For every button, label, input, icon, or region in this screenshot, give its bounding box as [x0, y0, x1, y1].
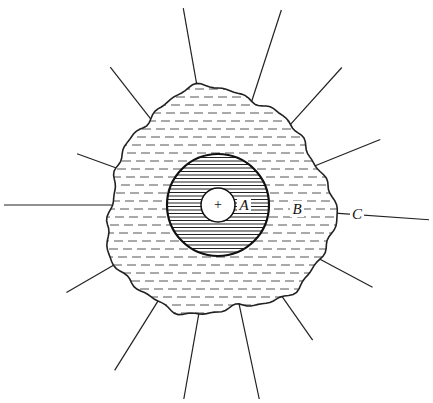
radial-line: [115, 299, 159, 370]
region-label: A: [237, 197, 250, 214]
region-label: B: [290, 201, 303, 218]
hatch-line: [88, 145, 348, 146]
radial-line: [313, 139, 380, 166]
hatch-line: [165, 230, 271, 231]
outer-region: BA+: [88, 75, 348, 335]
hatch-line: [88, 81, 348, 82]
hatch-line: [88, 281, 348, 282]
solid-hatching: [165, 154, 271, 256]
hatch-line: [165, 157, 271, 158]
hatch-line: [88, 113, 348, 114]
radial-line: [184, 312, 199, 399]
hatch-line: [165, 248, 271, 249]
hatch-line: [88, 305, 348, 306]
hatch-line: [165, 227, 271, 228]
radial-line: [66, 264, 115, 292]
hatch-line: [165, 185, 271, 186]
hatch-line: [165, 178, 271, 179]
radial-line: [318, 258, 372, 287]
hatch-line: [165, 234, 271, 235]
hatch-line: [165, 181, 271, 182]
radial-line: [4, 204, 115, 205]
region-fill: [107, 83, 338, 314]
hatch-line: [88, 129, 348, 130]
hatch-line: [88, 105, 348, 106]
radial-line: [239, 302, 260, 399]
hatch-line: [88, 289, 348, 290]
hatch-line: [165, 174, 271, 175]
hatch-line: [88, 321, 348, 322]
hatch-line: [88, 121, 348, 122]
radial-line: [289, 68, 342, 126]
region-outline: [107, 83, 338, 314]
hatch-line: [165, 223, 271, 224]
charge-sign: +: [213, 197, 223, 212]
hatch-line: [88, 137, 348, 138]
radial-line: [183, 8, 197, 85]
hatch-line: [165, 160, 271, 161]
radial-line: [281, 295, 313, 340]
inner-shell: A+: [165, 152, 271, 258]
hatch-line: [165, 164, 271, 165]
radial-line: [251, 10, 281, 103]
hatch-line: [88, 297, 348, 298]
hatch-line: [88, 329, 348, 330]
radial-line: [110, 67, 152, 120]
dashed-hatching: [88, 81, 348, 329]
region-label: C: [350, 206, 364, 223]
hatch-line: [165, 244, 271, 245]
ion-outline: [201, 188, 235, 222]
shell-fill: [167, 154, 269, 256]
central-ion: +: [200, 187, 236, 223]
hatch-line: [88, 265, 348, 266]
hatch-line: [88, 97, 348, 98]
radial-line: [77, 154, 118, 169]
hatch-line: [165, 251, 271, 252]
hatch-line: [88, 161, 348, 162]
shell-outline: [167, 154, 269, 256]
hatch-line: [165, 167, 271, 168]
